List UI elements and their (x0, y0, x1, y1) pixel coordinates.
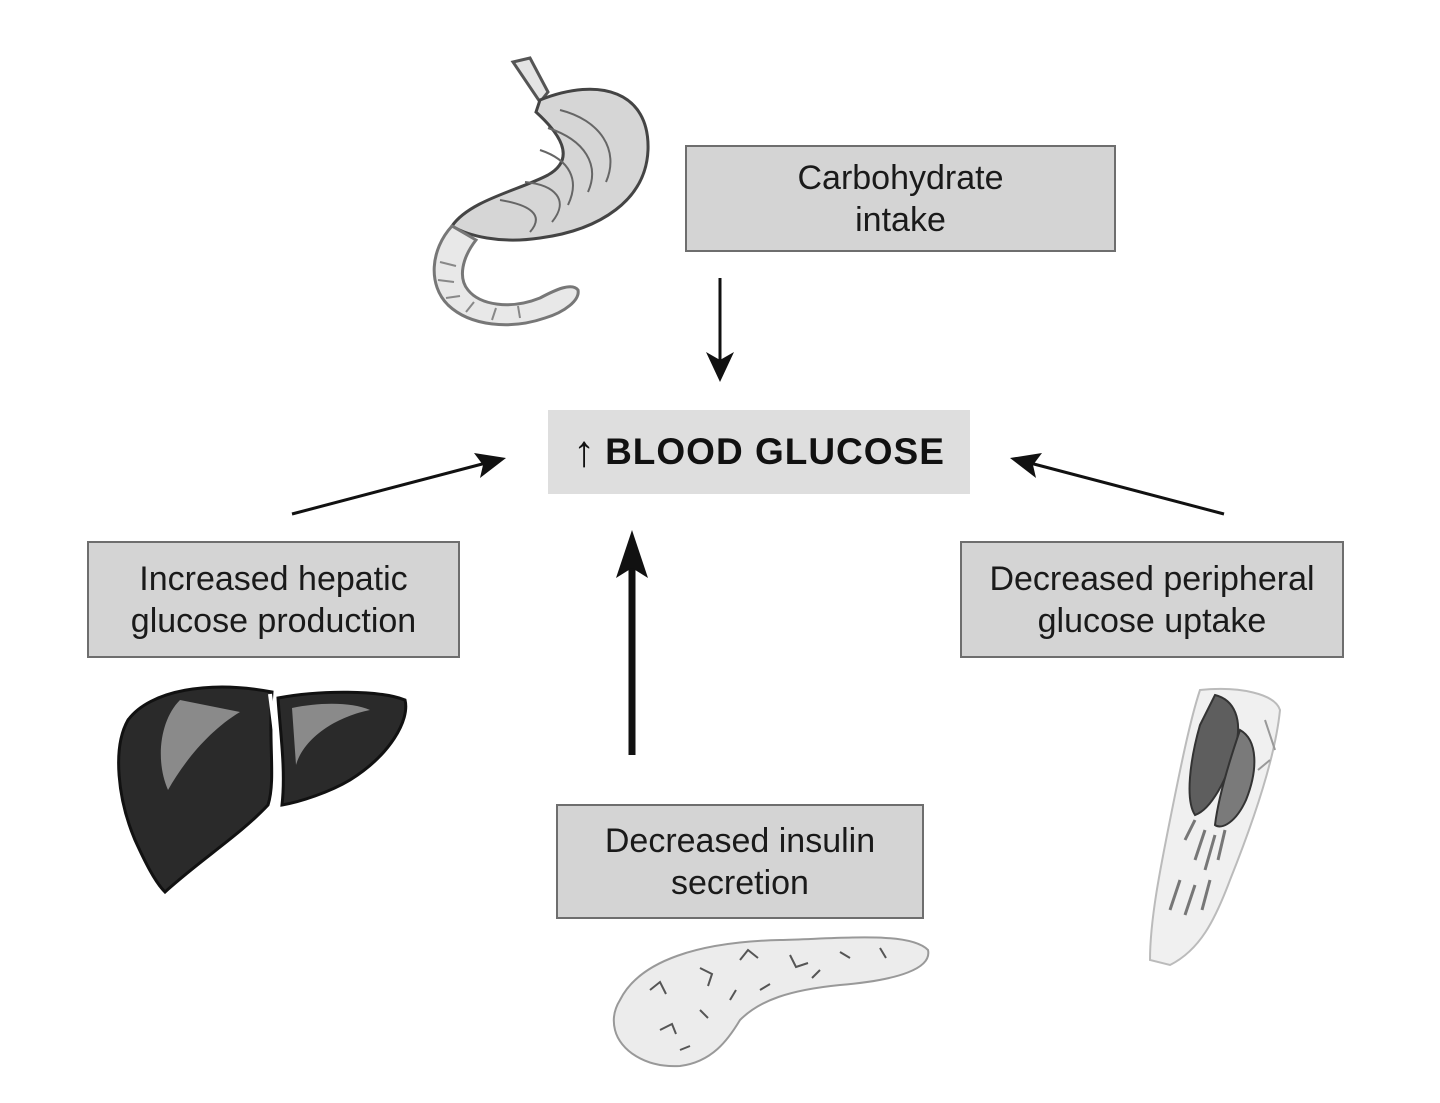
insulin-secretion-box: Decreased insulin secretion (556, 804, 924, 919)
carbohydrate-line1: Carbohydrate (797, 158, 1004, 197)
arrow-carbohydrate-to-glucose (706, 278, 734, 382)
peripheral-uptake-box: Decreased peripheral glucose uptake (960, 541, 1344, 658)
muscle-icon (1148, 688, 1282, 967)
insulin-line1: Decreased insulin (604, 821, 876, 860)
carbohydrate-line2: intake (855, 200, 946, 239)
increase-arrow-icon: ↑ (573, 427, 596, 476)
arrow-peripheral-to-glucose (1010, 453, 1225, 516)
arrow-insulin-to-glucose (616, 530, 648, 755)
liver-icon (117, 685, 408, 895)
pancreas-icon (612, 936, 930, 1068)
blood-glucose-box: ↑ BLOOD GLUCOSE (548, 410, 970, 494)
stomach-icon (432, 56, 650, 327)
insulin-line2: secretion (671, 863, 809, 902)
peripheral-line1: Decreased peripheral (989, 559, 1315, 598)
peripheral-line2: glucose uptake (1037, 601, 1267, 640)
arrow-hepatic-to-glucose (291, 453, 506, 516)
blood-glucose-label: BLOOD GLUCOSE (605, 431, 945, 472)
carbohydrate-intake-box: Carbohydrate intake (685, 145, 1116, 252)
hepatic-line1: Increased hepatic (139, 559, 408, 598)
hepatic-glucose-box: Increased hepatic glucose production (87, 541, 460, 658)
hepatic-line2: glucose production (130, 601, 417, 640)
